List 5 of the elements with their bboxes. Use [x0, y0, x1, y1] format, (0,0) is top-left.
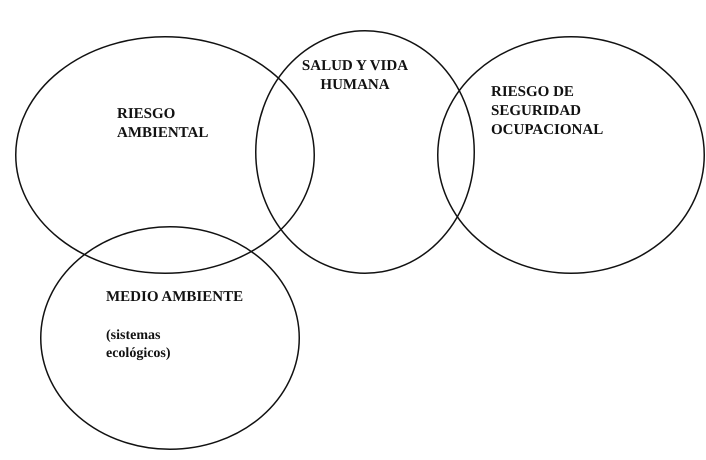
circle-label: RIESGO DE SEGURIDAD OCUPACIONAL [491, 83, 604, 140]
circle-label: RIESGO AMBIENTAL [117, 105, 210, 142]
circle-sublabel: (sistemas ecológicos) [106, 327, 172, 362]
circle-label: SALUD Y VIDA HUMANA [300, 57, 410, 94]
circle-label: MEDIO AMBIENTE [106, 288, 244, 307]
